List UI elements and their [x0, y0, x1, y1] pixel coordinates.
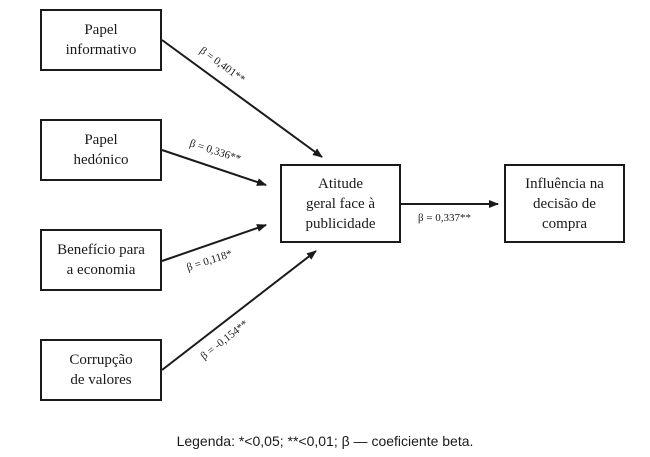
- node-label: Benefício para a economia: [57, 242, 145, 278]
- node-papel-hedonico: Papel hedónico: [40, 119, 162, 181]
- node-beneficio-economia: Benefício para a economia: [40, 229, 162, 291]
- node-label: Papel informativo: [65, 22, 137, 58]
- node-label: Corrupção de valores: [69, 352, 133, 388]
- arrow-papel-informativo-atitude: [161, 39, 323, 158]
- node-papel-informativo: Papel informativo: [40, 9, 162, 71]
- node-atitude: Atitude geral face à publicidade: [280, 164, 401, 243]
- node-influencia: Influência na decisão de compra: [504, 164, 625, 243]
- arrow-papel-hedonico-atitude: [161, 149, 267, 186]
- coef-corrupcao: β = -0,154**: [198, 318, 250, 362]
- coef-atitude-influencia: β = 0,337**: [418, 212, 471, 224]
- node-label: Influência na decisão de compra: [525, 175, 604, 232]
- node-label: Atitude geral face à publicidade: [305, 175, 376, 232]
- arrow-corrupcao-atitude: [161, 250, 317, 371]
- coef-papel-informativo: β = 0,401**: [197, 45, 247, 86]
- coef-beneficio: β = 0,118*: [185, 248, 234, 274]
- legend: Legenda: *<0,05; **<0,01; β — coeficient…: [176, 433, 474, 449]
- arrow-beneficio-atitude: [161, 224, 267, 262]
- node-corrupcao-valores: Corrupção de valores: [40, 339, 162, 401]
- node-label: Papel hedónico: [73, 132, 129, 168]
